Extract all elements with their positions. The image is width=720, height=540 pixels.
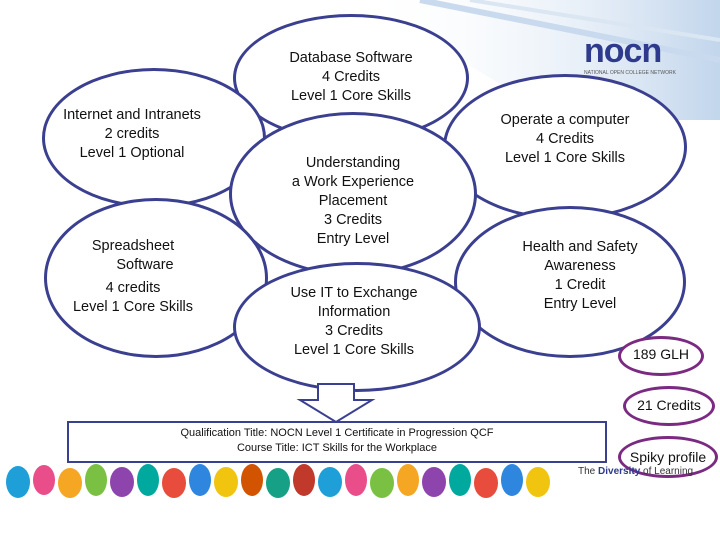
node-health-safety [454,206,686,358]
node-line: 4 credits [105,280,161,296]
node-health-text: Health and Safety Awareness 1 Credit Ent… [470,238,690,314]
node-line: Level 1 Core Skills [290,88,412,104]
spiky-profile-label: Spiky profile [629,449,707,465]
tagline-pre: The [578,466,599,477]
node-line: Level 1 Core Skills [72,299,194,315]
nocn-logo: nocn NATIONAL OPEN COLLEGE NETWORK [578,32,688,86]
node-line: Entry Level [543,296,617,312]
node-line: 3 Credits [323,212,383,228]
node-line: Internet and Intranets [63,107,201,123]
diversity-tagline: The Diversity of Learning [578,466,693,477]
node-line: Information [317,304,391,320]
node-line: Use IT to Exchange [290,285,418,301]
node-operate-computer [443,74,687,220]
node-line: Level 1 Core Skills [504,150,626,166]
node-line: Level 1 Core Skills [293,342,415,358]
node-line: 3 Credits [324,323,384,339]
node-line: Operate a computer [500,112,630,128]
node-internet-text: Internet and Intranets 2 credits Level 1… [42,106,222,163]
down-arrow-icon [296,383,376,424]
node-line: 4 Credits [321,69,381,85]
node-line: 2 credits [104,126,160,142]
tagline-bold: Diversity [598,466,641,477]
course-title: Course Title: ICT Skills for the Workpla… [236,442,438,454]
node-line: Placement [318,193,388,209]
node-internet-intranets [42,68,266,208]
diversity-people-graphic [6,464,550,498]
logo-subtitle: NATIONAL OPEN COLLEGE NETWORK [584,70,676,76]
node-line: a Work Experience [291,174,415,190]
credits-badge [623,386,715,426]
node-use-it-exchange [233,262,481,392]
node-line: Understanding [305,155,401,171]
node-line: Health and Safety [522,239,638,255]
node-database-text: Database Software 4 Credits Level 1 Core… [233,49,469,106]
glh-badge [618,336,704,376]
node-spreadsheet-text: Spreadsheet Software 4 credits Level 1 C… [48,237,218,317]
node-line: Entry Level [316,231,390,247]
qualification-title: Qualification Title: NOCN Level 1 Certif… [180,427,494,439]
node-operate-text: Operate a computer 4 Credits Level 1 Cor… [443,111,687,168]
qualification-box [67,421,607,463]
spiky-profile-badge [618,436,718,478]
node-line: Spreadsheet [91,238,175,254]
node-line: Database Software [289,50,413,66]
node-work-experience-text: Understanding a Work Experience Placemen… [229,154,477,249]
node-line: Level 1 Optional [79,145,185,161]
node-line: 1 Credit [554,277,606,293]
node-line: 4 Credits [535,131,595,147]
node-work-experience [229,112,477,276]
tagline-post: of Learning [640,466,694,477]
node-line: Awareness [544,258,616,274]
node-spreadsheet-software [44,198,268,358]
logo-text: nocn [584,32,662,70]
credits-badge-label: 21 Credits [637,397,701,413]
node-line: Software [116,257,174,273]
glh-badge-label: 189 GLH [632,346,690,362]
node-use-it-text: Use IT to Exchange Information 3 Credits… [230,284,478,360]
